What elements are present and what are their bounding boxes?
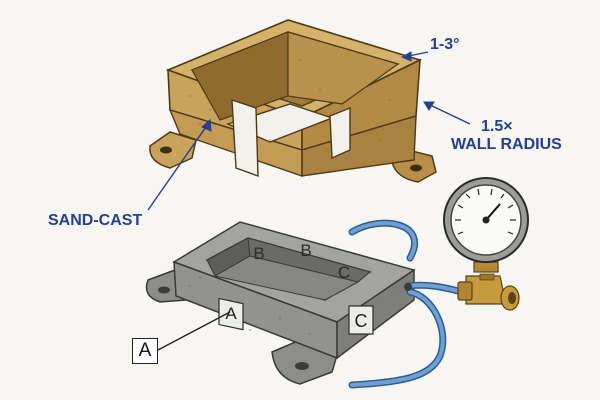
wall-radius-line1: 1.5× <box>481 118 513 135</box>
cavity-marker-c: C <box>338 263 350 282</box>
sand-cast-label: SAND-CAST <box>48 212 143 229</box>
wall-radius-line2: WALL RADIUS <box>451 136 562 153</box>
callout-leaders <box>147 51 471 211</box>
marker-a-leader <box>157 311 231 351</box>
face-marker-c: C <box>355 311 368 331</box>
face-marker-a: A <box>225 304 237 323</box>
hose-icon <box>348 219 466 389</box>
cavity-marker-b2: B <box>300 241 311 260</box>
sand-cast-part <box>149 19 437 183</box>
draft-angle-label: 1-3° <box>430 36 460 53</box>
face-marker-c-box <box>348 305 374 335</box>
wall-radius-label: 1.5× WALL RADIUS <box>451 118 562 154</box>
cavity-marker-b1: B <box>253 244 264 263</box>
marker-a-box: A <box>132 338 158 364</box>
face-marker-a-box <box>218 297 244 331</box>
pressure-gauge-icon <box>443 177 529 263</box>
base-block <box>145 221 416 385</box>
